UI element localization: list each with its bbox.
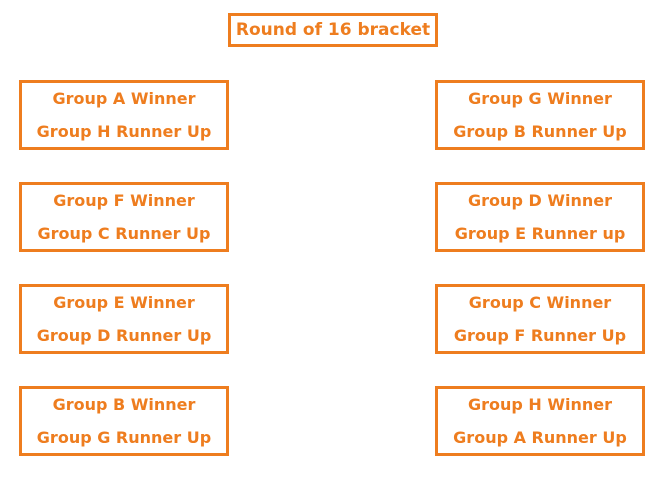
- match-team-2: Group G Runner Up: [36, 428, 212, 447]
- match-team-2: Group C Runner Up: [37, 224, 211, 243]
- match-box-left-4: Group B Winner Group G Runner Up: [19, 386, 229, 456]
- match-box-left-2: Group F Winner Group C Runner Up: [19, 182, 229, 252]
- bracket-title: Round of 16 bracket: [235, 20, 431, 40]
- match-team-2: Group D Runner Up: [36, 326, 212, 345]
- match-team-2: Group E Runner up: [454, 224, 626, 243]
- match-box-right-1: Group G Winner Group B Runner Up: [435, 80, 645, 150]
- match-team-1: Group D Winner: [468, 191, 612, 210]
- match-team-2: Group B Runner Up: [453, 122, 627, 141]
- match-team-2: Group F Runner Up: [453, 326, 627, 345]
- match-box-left-1: Group A Winner Group H Runner Up: [19, 80, 229, 150]
- match-team-2: Group H Runner Up: [36, 122, 212, 141]
- match-team-1: Group C Winner: [468, 293, 612, 312]
- match-team-1: Group H Winner: [467, 395, 613, 414]
- match-team-2: Group A Runner Up: [453, 428, 627, 447]
- match-box-right-3: Group C Winner Group F Runner Up: [435, 284, 645, 354]
- match-team-1: Group E Winner: [53, 293, 195, 312]
- match-team-1: Group A Winner: [52, 89, 196, 108]
- bracket-title-box: Round of 16 bracket: [228, 13, 438, 47]
- match-team-1: Group F Winner: [53, 191, 195, 210]
- match-team-1: Group G Winner: [468, 89, 612, 108]
- match-team-1: Group B Winner: [52, 395, 196, 414]
- match-box-left-3: Group E Winner Group D Runner Up: [19, 284, 229, 354]
- match-box-right-2: Group D Winner Group E Runner up: [435, 182, 645, 252]
- match-box-right-4: Group H Winner Group A Runner Up: [435, 386, 645, 456]
